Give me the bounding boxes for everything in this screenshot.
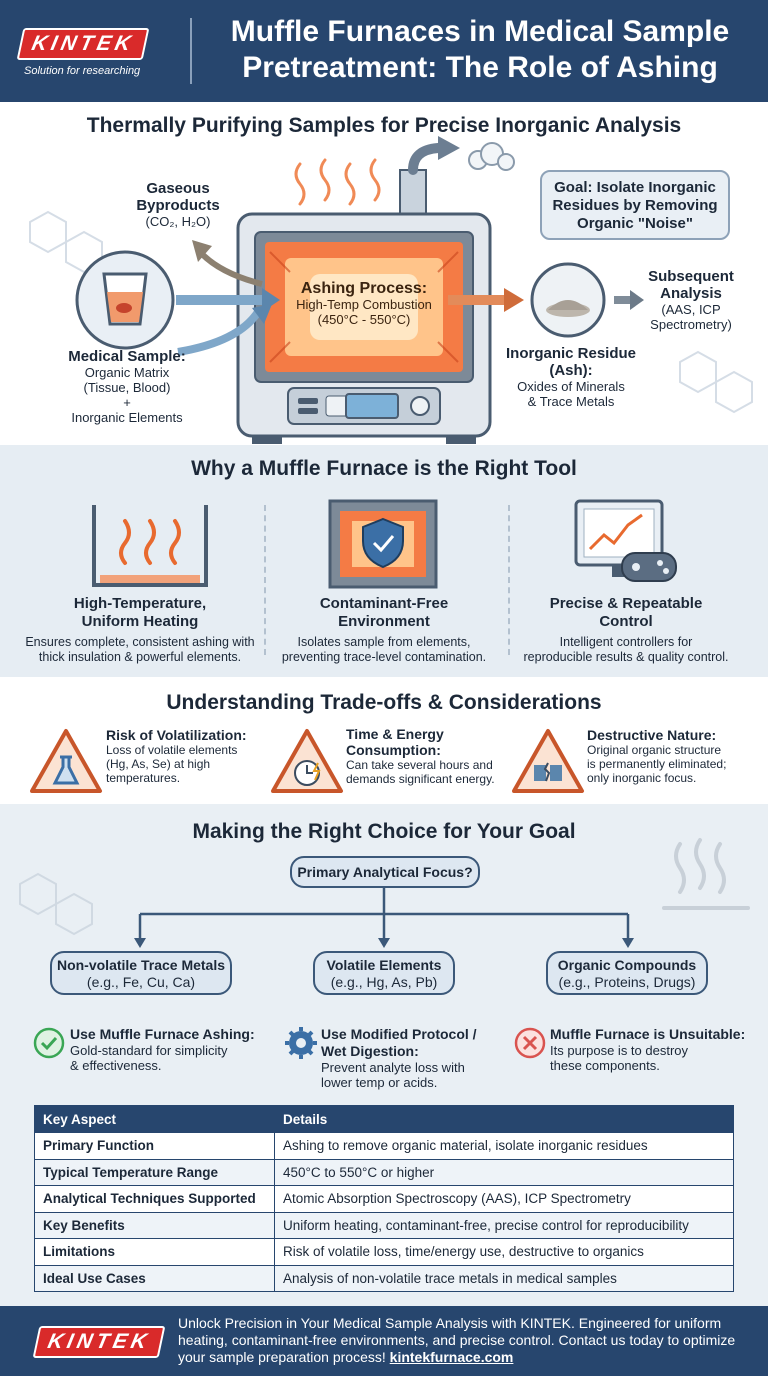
result-wet-digestion: Use Modified Protocol / Wet Digestion: P… — [321, 1026, 477, 1090]
why-divider-1 — [264, 505, 266, 655]
footer-text: Unlock Precision in Your Medical Sample … — [178, 1315, 758, 1366]
why-divider-2 — [508, 505, 510, 655]
process-section: Thermally Purifying Samples for Precise … — [0, 102, 768, 445]
footer-kintek-logo[interactable]: KINTEK — [32, 1326, 166, 1358]
molecule-decoration-icon — [19, 872, 93, 936]
why-item-control: Precise & Repeatable Control Intelligent… — [523, 595, 729, 664]
process-title: Thermally Purifying Samples for Precise … — [86, 114, 682, 137]
smoke-puff-icon — [468, 142, 515, 171]
muffle-furnace-icon — [236, 212, 492, 444]
why-item-heating: High-Temperature, Uniform Heating Ensure… — [25, 595, 255, 664]
analysis-arrow-icon — [614, 290, 644, 310]
decision-tree-lines — [19, 838, 750, 1059]
table-cell-detail: Ashing to remove organic material, isola… — [274, 1132, 734, 1160]
brand: KINTEK Solution for researching — [16, 28, 170, 77]
table-cell-detail: Atomic Absorption Spectroscopy (AAS), IC… — [274, 1185, 734, 1213]
branch-organic: Organic Compounds (e.g., Proteins, Drugs… — [546, 951, 708, 995]
inorganic-residue-label: Inorganic Residue (Ash): Oxides of Miner… — [505, 345, 637, 409]
warning-flask-icon — [30, 729, 102, 793]
page-title-line1: Muffle Furnaces in Medical Sample — [230, 15, 730, 48]
table-cell-detail: Risk of volatile loss, time/energy use, … — [274, 1238, 734, 1266]
gear-icon — [285, 1027, 317, 1059]
input-arrows-icon — [176, 288, 280, 356]
choice-section: Making the Right Choice for Your Goal — [0, 804, 768, 1306]
table-cell-detail: 450°C to 550°C or higher — [274, 1158, 734, 1186]
table-cell-key: Primary Function — [34, 1132, 275, 1160]
tradeoff-time-energy: Time & Energy Consumption: Can take seve… — [346, 726, 495, 786]
tradeoff-destructive: Destructive Nature: Original organic str… — [587, 727, 727, 785]
gaseous-formula: (CO₂, H₂O) — [145, 214, 211, 229]
footer-link[interactable]: kintekfurnace.com — [389, 1349, 514, 1365]
branch-volatile: Volatile Elements (e.g., Hg, As, Pb) — [313, 951, 455, 995]
output-arrow-icon — [448, 288, 524, 312]
warning-broken-icon — [512, 729, 584, 793]
table-header-details: Details — [274, 1105, 734, 1133]
table-header-row: Key Aspect Details — [34, 1105, 734, 1133]
ashing-process-label: Ashing Process: High-Temp Combustion (45… — [296, 280, 432, 327]
shield-furnace-icon — [328, 499, 438, 589]
cross-circle-icon — [514, 1027, 546, 1059]
result-unsuitable: Muffle Furnace is Unsuitable: Its purpos… — [550, 1026, 746, 1073]
choice-title: Making the Right Choice for Your Goal — [192, 820, 576, 843]
primary-focus-node: Primary Analytical Focus? — [290, 856, 480, 888]
heat-waves-icon — [294, 158, 381, 206]
tradeoffs-title: Understanding Trade-offs & Consideration… — [166, 691, 602, 714]
ash-residue-icon — [530, 262, 606, 338]
steam-decoration-icon — [662, 838, 750, 910]
heating-container-icon — [92, 505, 208, 587]
goal-callout: Goal: Isolate Inorganic Residues by Remo… — [540, 170, 730, 240]
page-title: Muffle Furnaces in Medical Sample Pretre… — [200, 14, 760, 86]
table-cell-key: Key Benefits — [34, 1211, 275, 1239]
why-icons — [92, 499, 677, 589]
tradeoff-volatilization: Risk of Volatilization: Loss of volatile… — [106, 727, 247, 785]
table-cell-key: Typical Temperature Range — [34, 1158, 275, 1186]
table-cell-detail: Uniform heating, contaminant-free, preci… — [274, 1211, 734, 1239]
table-header-key: Key Aspect — [34, 1105, 275, 1133]
table-cell-key: Analytical Techniques Supported — [34, 1185, 275, 1213]
branch-nonvolatile: Non-volatile Trace Metals (e.g., Fe, Cu,… — [50, 951, 232, 995]
result-ashing: Use Muffle Furnace Ashing: Gold-standard… — [70, 1026, 255, 1073]
medical-sample-label: Medical Sample: Organic Matrix (Tissue, … — [68, 348, 186, 425]
why-section: Why a Muffle Furnace is the Right Tool — [0, 445, 768, 677]
page-title-line2: Pretreatment: The Role of Ashing — [242, 51, 718, 84]
table-cell-detail: Analysis of non-volatile trace metals in… — [274, 1264, 734, 1292]
why-title: Why a Muffle Furnace is the Right Tool — [191, 457, 577, 480]
subsequent-analysis-label: Subsequent Analysis (AAS, ICP Spectromet… — [648, 268, 734, 332]
tradeoff-icons — [30, 729, 584, 793]
tagline: Solution for researching — [24, 65, 141, 77]
gaseous-byproducts-label: Gaseous Byproducts (CO₂, H₂O) — [136, 180, 220, 229]
footer-message: Unlock Precision in Your Medical Sample … — [178, 1315, 736, 1365]
header: KINTEK Solution for researching Muffle F… — [0, 0, 768, 102]
warning-clock-icon — [271, 729, 343, 793]
monitor-controller-icon — [574, 499, 677, 582]
sample-beaker-icon — [75, 250, 175, 350]
kintek-logo[interactable]: KINTEK — [16, 28, 150, 60]
gas-arrow-icon — [192, 240, 263, 287]
table-cell-key: Limitations — [34, 1238, 275, 1266]
table-cell-key: Ideal Use Cases — [34, 1264, 275, 1292]
exhaust-chimney-icon — [399, 136, 460, 219]
header-divider — [190, 18, 192, 84]
footer: KINTEK Unlock Precision in Your Medical … — [0, 1306, 768, 1376]
why-item-contaminant-free: Contaminant-Free Environment Isolates sa… — [281, 595, 487, 664]
check-circle-icon — [33, 1027, 65, 1059]
process-illustration — [29, 136, 753, 444]
tradeoffs-section: Understanding Trade-offs & Consideration… — [0, 677, 768, 804]
